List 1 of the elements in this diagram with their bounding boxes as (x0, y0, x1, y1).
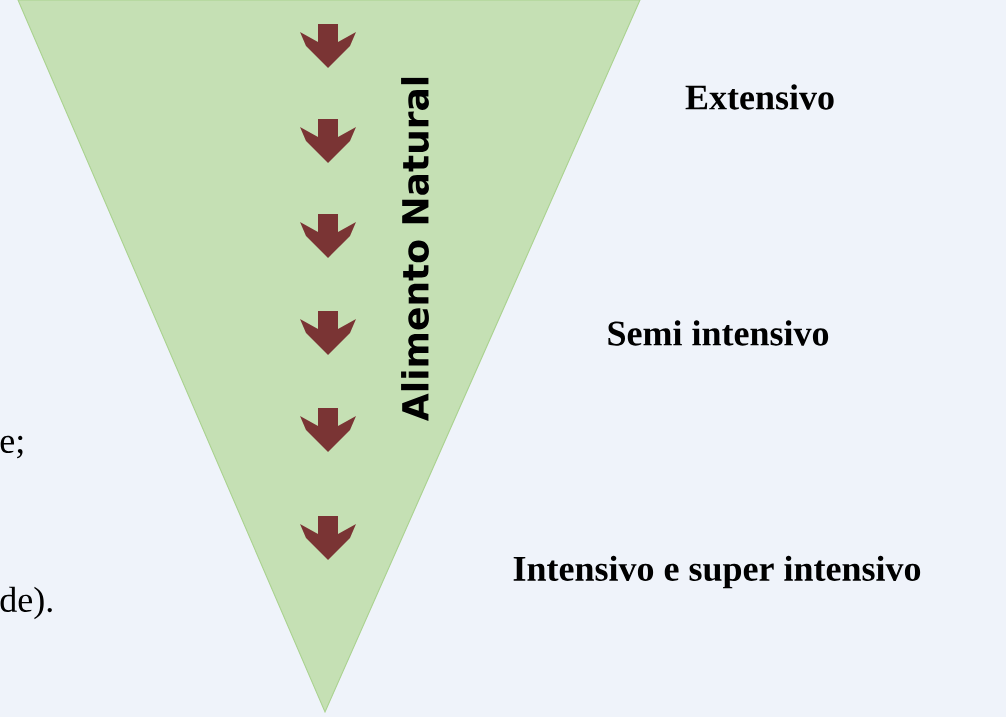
label-text: Extensivo (685, 84, 834, 110)
